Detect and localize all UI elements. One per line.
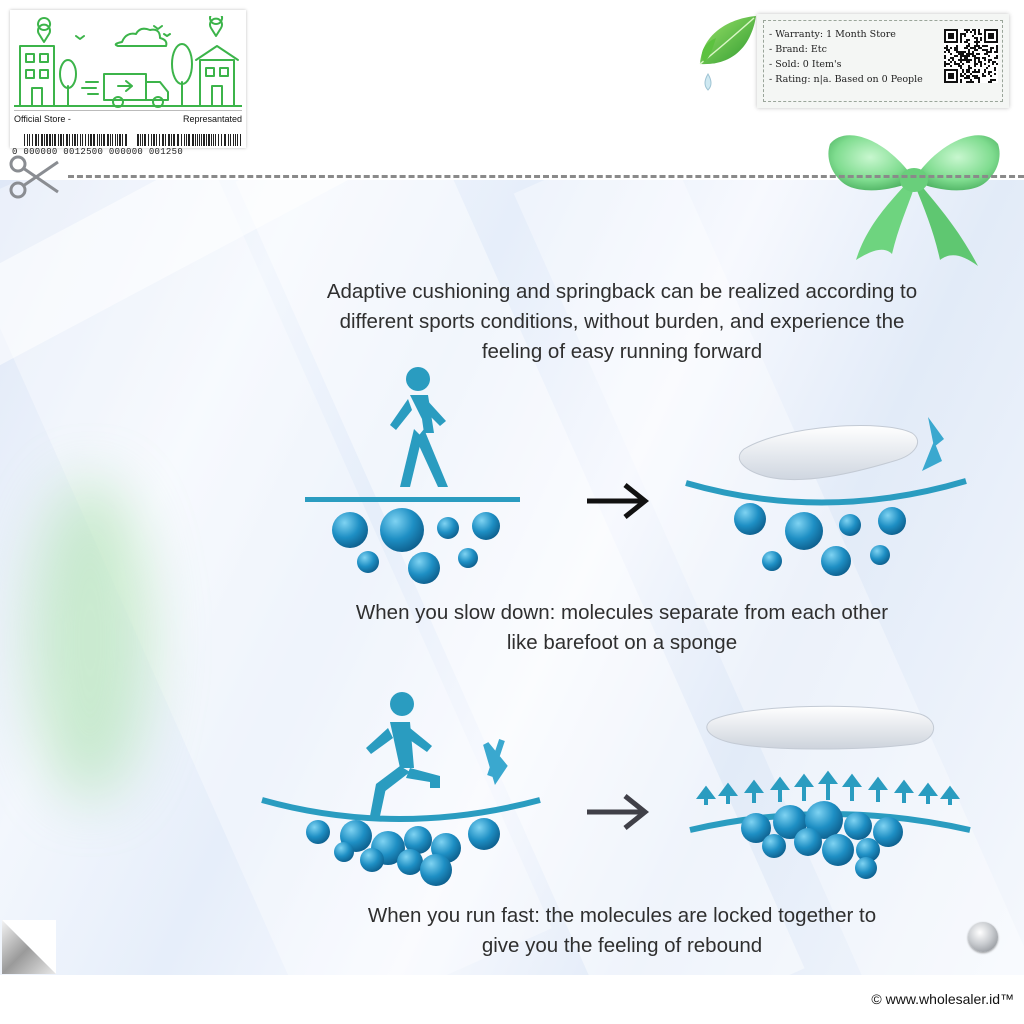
up-arrow-icon [744,779,764,793]
up-arrow-icon [718,782,738,796]
intro-line-3: feeling of easy running forward [481,340,763,363]
up-arrow-icon [842,773,862,787]
up-arrow-icon [818,770,838,784]
infographic-panel [0,180,1024,975]
surface-line [305,497,520,502]
insole-soft-illustration [685,417,967,576]
up-arrow-icon [794,773,814,787]
insole-rebound-illustration [689,705,971,879]
scissors-icon [9,155,59,199]
right-arrow-icon [587,483,649,519]
intro-line-1: Adaptive cushioning and springback can b… [326,280,918,303]
slow-line-2: like barefoot on a sponge [506,631,738,654]
up-arrow-icon [770,776,790,790]
fast-line-1: When you run fast: the molecules are loc… [367,904,877,927]
run-fast-text: When you run fast: the molecules are loc… [262,901,982,961]
right-arrow-icon [587,794,649,830]
sold-text: - Sold: 0 Item's [769,59,842,70]
insole-icon [738,425,918,481]
cut-line [68,175,1024,178]
intro-text: Adaptive cushioning and springback can b… [262,277,982,367]
store-left-label: Official Store - [14,114,71,124]
store-card: Official Store - Represantated 0 000000 … [10,10,246,157]
ribbon-bow-icon [828,135,1000,266]
rating-text: - Rating: n|a. Based on 0 People [769,74,923,85]
up-arrow-icon [918,782,938,796]
walking-person-icon [390,367,448,487]
slow-line-1: When you slow down: molecules separate f… [355,601,889,624]
store-illustration-icon [14,16,242,108]
molecules-separated [332,508,500,584]
warranty-text: - Warranty: 1 Month Store [769,29,896,40]
barcode-number: 0 000000 0012500 000000 001250 [12,147,184,157]
insole-icon [706,705,935,750]
page-curl-icon [2,920,56,974]
up-arrow-icon [696,785,716,799]
running-fast-illustration [261,692,541,886]
product-info-card: - Warranty: 1 Month Store - Brand: Etc -… [757,14,1009,108]
barcode-icon [24,134,241,146]
fast-line-2: give you the feeling of rebound [481,934,763,957]
store-right-label: Represantated [182,114,242,124]
brand-text: - Brand: Etc [769,44,827,55]
slow-down-text: When you slow down: molecules separate f… [262,598,982,658]
qr-code-icon [944,29,998,83]
leaf-icon [699,16,756,91]
intro-line-2: different sports conditions, without bur… [339,310,905,333]
up-arrow-icon [868,776,888,790]
copyright-text: © www.wholesaler.id™ [871,991,1014,1007]
running-person-icon [366,692,440,816]
up-arrow-icon [940,785,960,799]
up-arrow-icon [894,779,914,793]
metal-bolt-icon [968,922,998,952]
